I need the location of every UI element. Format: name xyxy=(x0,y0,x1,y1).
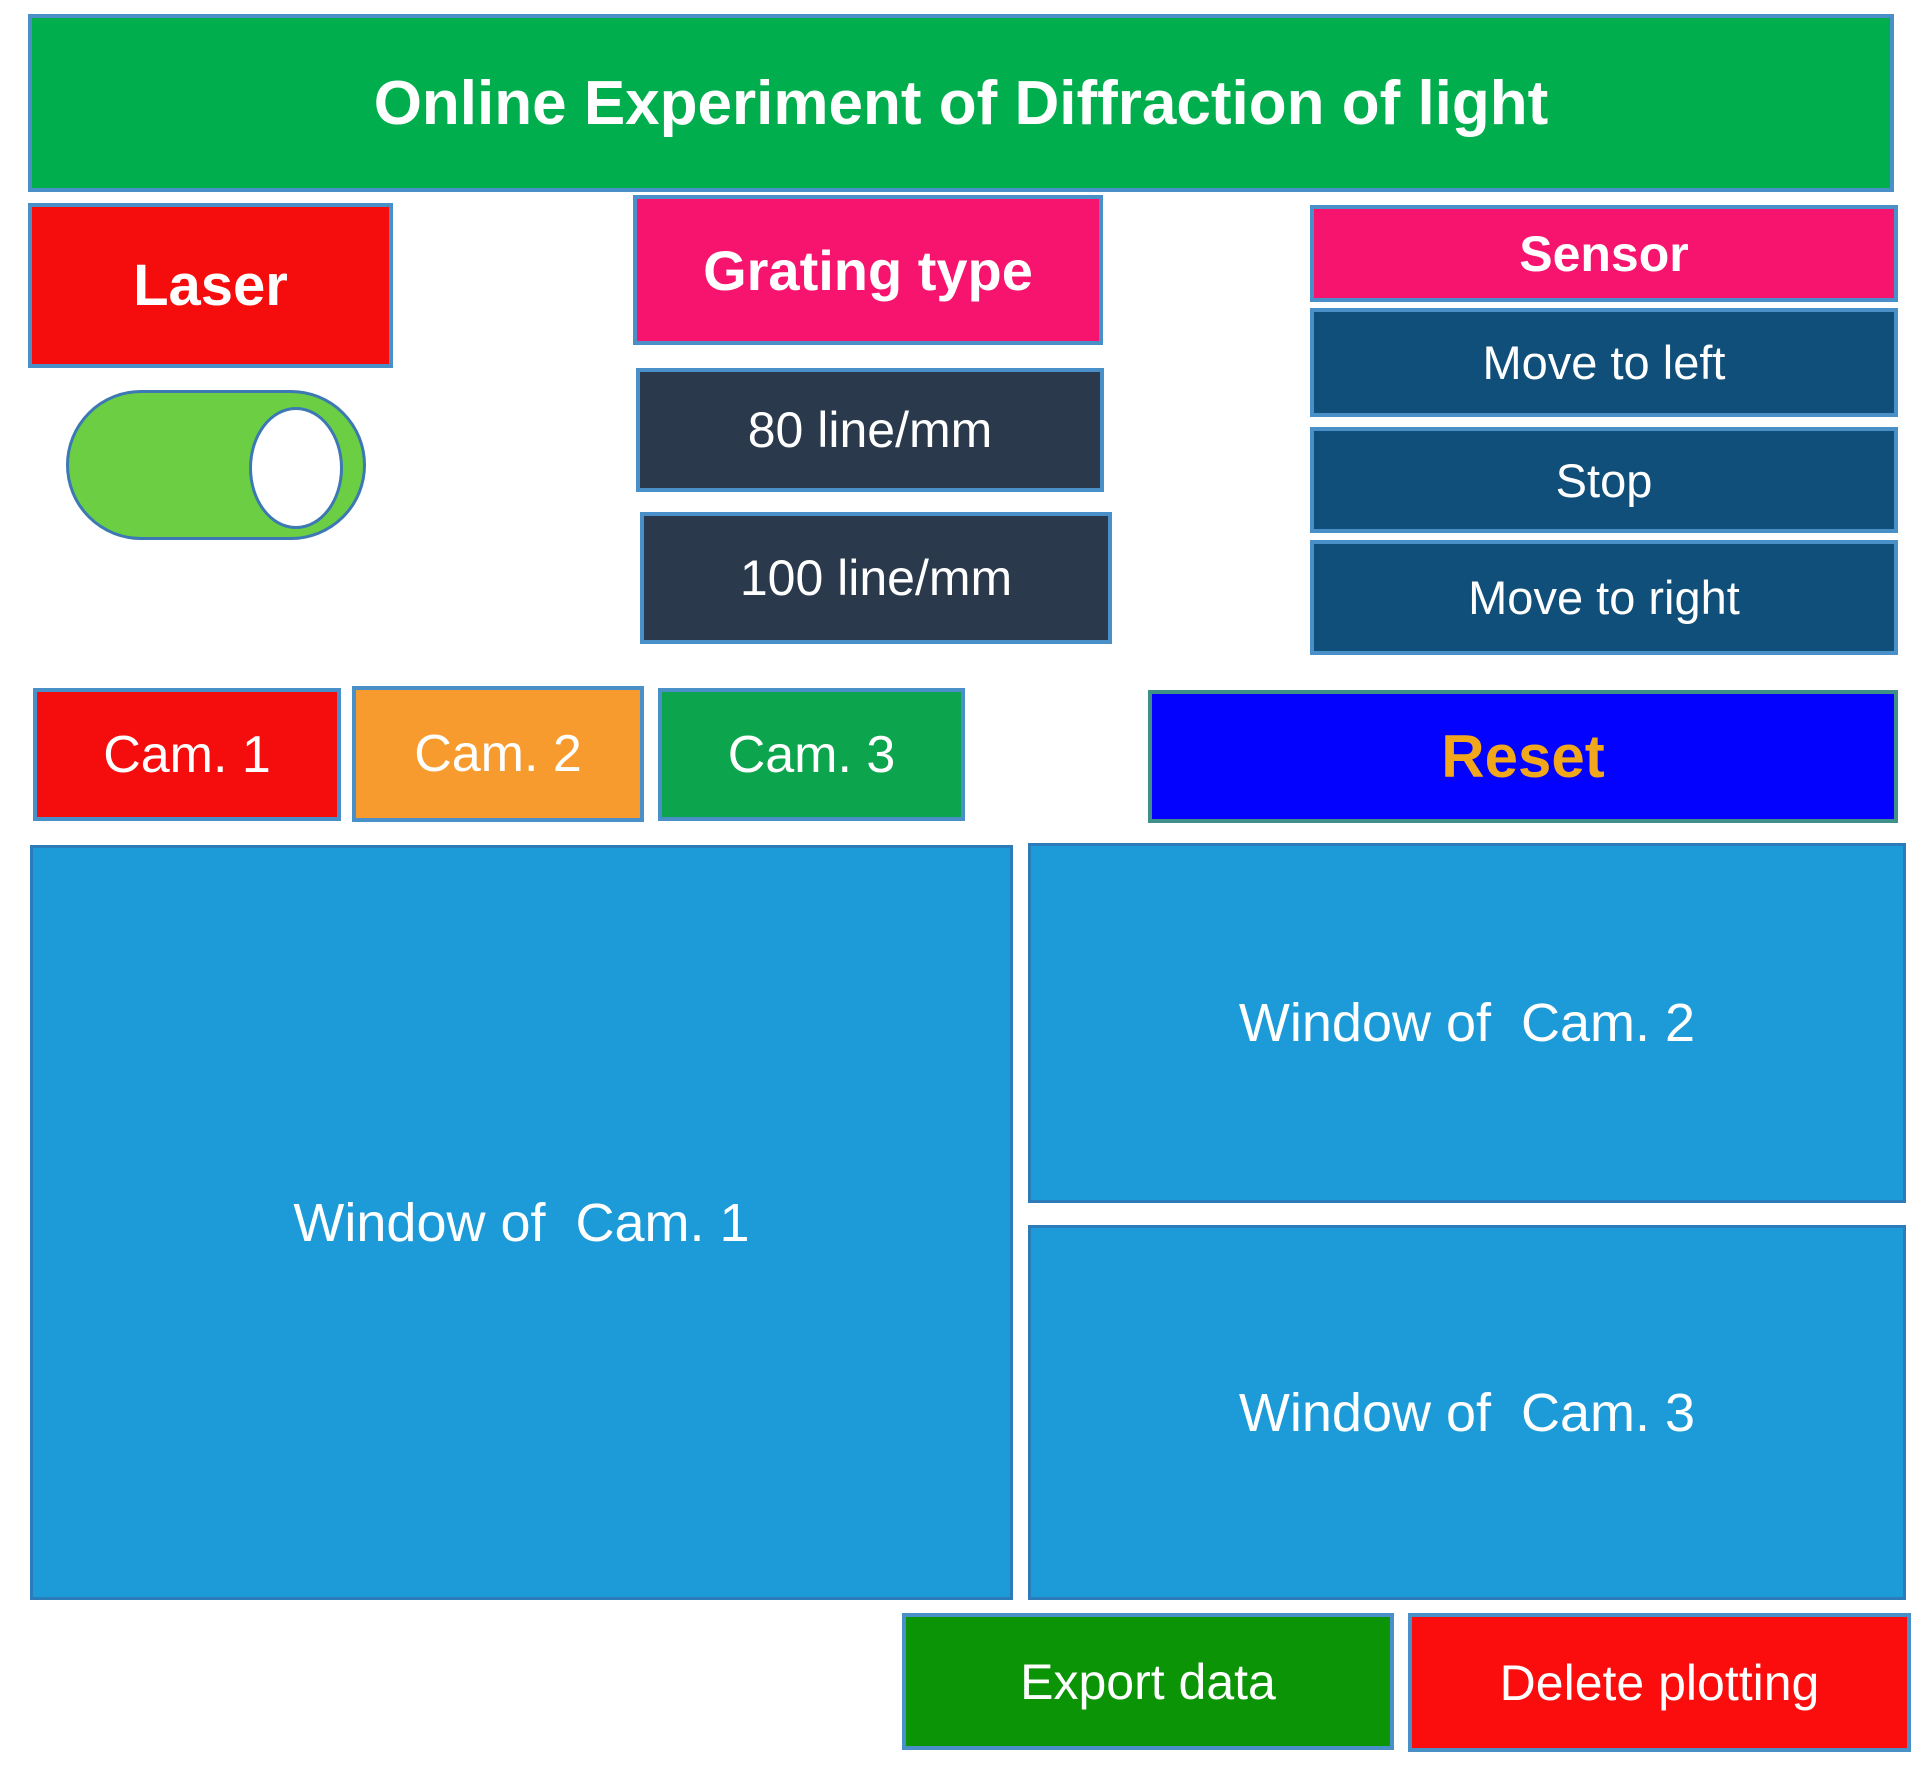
laser-label: Laser xyxy=(28,203,393,368)
laser-toggle[interactable] xyxy=(66,390,366,540)
page-title: Online Experiment of Diffraction of ligh… xyxy=(28,14,1894,192)
grating-type-header: Grating type xyxy=(633,195,1103,345)
sensor-header: Sensor xyxy=(1310,205,1898,302)
grating-option-100-button[interactable]: 100 line/mm xyxy=(640,512,1112,644)
delete-plotting-button[interactable]: Delete plotting xyxy=(1408,1613,1911,1752)
cam-1-button[interactable]: Cam. 1 xyxy=(33,688,341,821)
cam-2-button[interactable]: Cam. 2 xyxy=(352,686,644,822)
toggle-knob[interactable] xyxy=(249,407,343,529)
cam-2-window: Window of Cam. 2 xyxy=(1028,843,1906,1203)
grating-option-80-button[interactable]: 80 line/mm xyxy=(636,368,1104,492)
sensor-stop-button[interactable]: Stop xyxy=(1310,427,1898,533)
export-data-button[interactable]: Export data xyxy=(902,1613,1394,1750)
sensor-move-right-button[interactable]: Move to right xyxy=(1310,540,1898,655)
reset-button[interactable]: Reset xyxy=(1148,690,1898,823)
cam-3-button[interactable]: Cam. 3 xyxy=(658,688,965,821)
cam-1-window: Window of Cam. 1 xyxy=(30,845,1013,1600)
cam-3-window: Window of Cam. 3 xyxy=(1028,1225,1906,1600)
sensor-move-left-button[interactable]: Move to left xyxy=(1310,308,1898,417)
